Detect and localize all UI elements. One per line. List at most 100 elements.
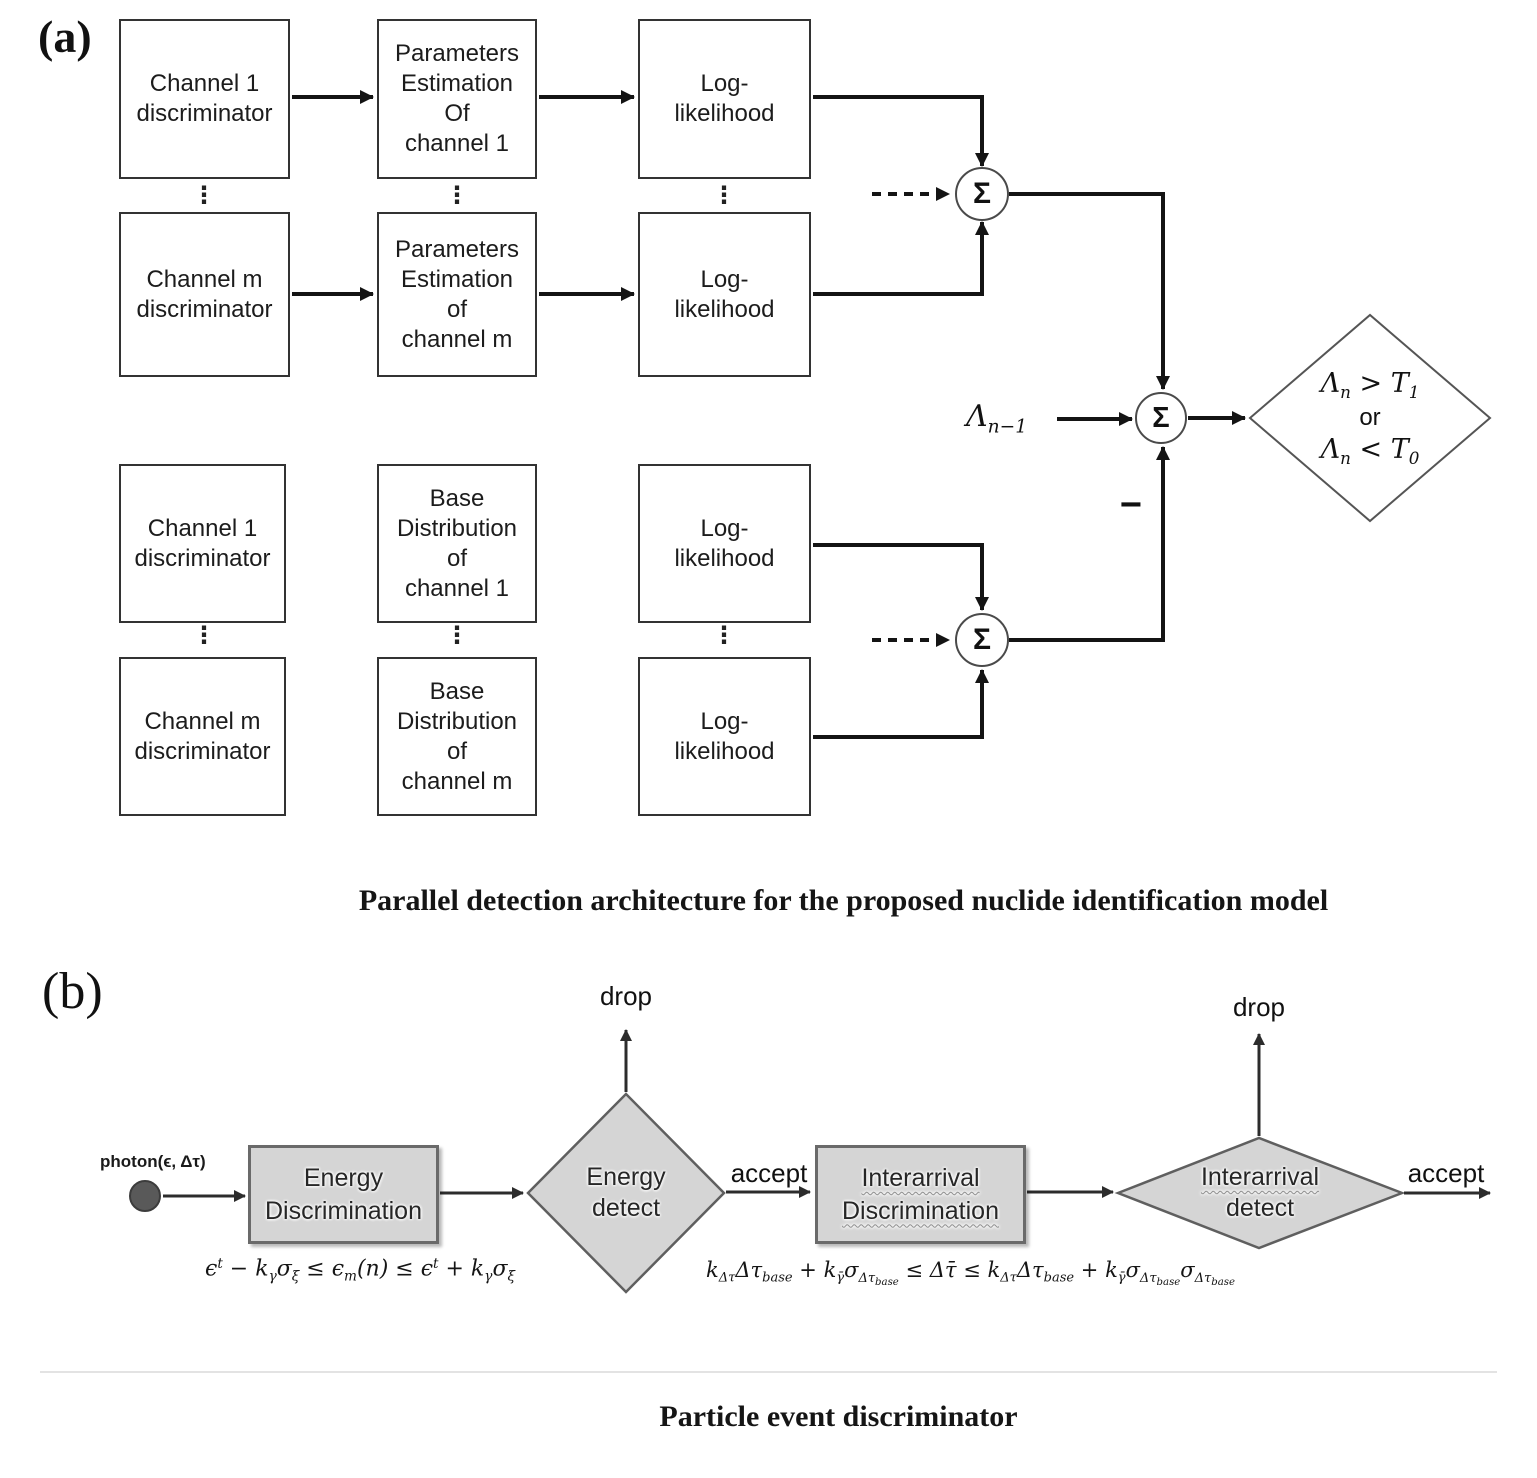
- box-parameters-estimation-chm: Parameters Estimation of channel m: [377, 212, 537, 377]
- energy-threshold-formula: ϵt − kγσξ ≤ ϵm(n) ≤ ϵt + kγσξ: [205, 1256, 515, 1284]
- energy-discrimination-label: Energy Discrimination: [265, 1164, 422, 1225]
- lambda-prev-label: Λn−1: [966, 399, 1027, 438]
- math-token: σ: [1125, 1258, 1140, 1282]
- math-token: γ̄: [1117, 1270, 1126, 1286]
- math-token: Δτ: [1194, 1270, 1212, 1286]
- math-token: σ: [276, 1256, 292, 1282]
- math-token: Δτbase: [1139, 1270, 1181, 1288]
- interarrival-detect-diamond: [1114, 1136, 1406, 1250]
- math-token: < T: [1350, 434, 1409, 465]
- decision-line-2: Λn < T0: [1321, 432, 1420, 470]
- lambda-base: Λ: [966, 399, 988, 434]
- interarrival-box-line1: Interarrival: [861, 1164, 980, 1192]
- math-token: Δτ: [1016, 1258, 1044, 1282]
- box-base-distribution-chm: Base Distribution of channel m: [377, 657, 537, 816]
- lambda-subscript: n−1: [987, 416, 1028, 438]
- math-token: σ: [1180, 1258, 1195, 1282]
- math-token: ξ: [507, 1268, 515, 1285]
- interarrival-box-line2: Discrimination: [842, 1196, 999, 1225]
- sum-node-top: Σ: [955, 167, 1009, 221]
- ellipsis: ⋮: [712, 182, 736, 209]
- interarrival-diamond-line1: Interarrival: [1200, 1162, 1320, 1191]
- math-token: n: [1340, 382, 1351, 403]
- math-token: m: [344, 1268, 357, 1285]
- sigma-symbol: Σ: [1152, 401, 1170, 434]
- interarrival-discrimination-box: Interarrival Discrimination: [815, 1145, 1026, 1244]
- math-token: γ: [484, 1268, 493, 1285]
- math-token: base: [762, 1270, 793, 1286]
- math-token: − k: [222, 1256, 269, 1282]
- drop-label-energy: drop: [599, 981, 653, 1011]
- energy-discrimination-box: Energy Discrimination: [248, 1145, 439, 1244]
- flow-arrows-a: [292, 90, 1246, 739]
- photon-label: photon(ϵ, Δτ): [100, 1152, 206, 1171]
- math-token: + k: [438, 1256, 485, 1282]
- math-token: ϵ: [205, 1256, 218, 1282]
- box-channelm-discriminator-param: Channel m discriminator: [119, 212, 290, 377]
- interarrival-detect-label: Interarrival detect: [1146, 1158, 1374, 1228]
- caption-panel-b: Particle event discriminator: [659, 1400, 1018, 1433]
- math-token: Δτbase: [858, 1270, 899, 1288]
- math-token: +: [792, 1258, 824, 1282]
- sigma-symbol: Σ: [972, 177, 991, 210]
- box-parameters-estimation-ch1: Parameters Estimation Of channel 1: [377, 19, 537, 179]
- math-token: ≤ ϵ: [299, 1256, 345, 1282]
- energy-detect-label: Energy detect: [540, 1158, 712, 1228]
- caption-panel-a: Parallel detection architecture for the …: [358, 884, 1329, 917]
- flow-arrows-b: [163, 1029, 1491, 1202]
- ellipsis: ⋮: [445, 182, 469, 209]
- math-token: 0: [1408, 447, 1420, 468]
- box-log-likelihood-param-ch1: Log- likelihood: [638, 19, 811, 179]
- box-channelm-discriminator-base: Channel m discriminator: [119, 657, 286, 816]
- accept-label-energy: accept: [730, 1158, 808, 1188]
- math-token: > T: [1350, 368, 1409, 400]
- box-base-distribution-ch1: Base Distribution of channel 1: [377, 464, 537, 623]
- ellipsis: ⋮: [192, 182, 216, 209]
- ellipsis: ⋮: [445, 622, 469, 649]
- accept-label-interarrival: accept: [1407, 1158, 1485, 1188]
- minus-sign: −: [1119, 484, 1143, 526]
- math-token: Δτ: [1139, 1270, 1157, 1286]
- math-token: t: [433, 1256, 439, 1272]
- math-token: 1: [1408, 382, 1420, 403]
- math-token: Δτ: [718, 1270, 736, 1286]
- math-token: Δτ: [1000, 1270, 1017, 1286]
- math-token: σ: [844, 1258, 859, 1282]
- box-log-likelihood-param-chm: Log- likelihood: [638, 212, 811, 377]
- math-token: +: [1074, 1258, 1106, 1282]
- math-token: t: [217, 1256, 223, 1272]
- math-token: n: [1340, 447, 1351, 468]
- math-token: k: [706, 1258, 719, 1282]
- sum-node-bottom: Σ: [955, 613, 1009, 667]
- math-token: base: [1156, 1276, 1181, 1288]
- ellipsis: ⋮: [712, 622, 736, 649]
- decision-or: or: [1359, 404, 1381, 431]
- decision-line-1: Λn > T1: [1321, 366, 1420, 404]
- math-token: (n) ≤ ϵ: [356, 1256, 434, 1282]
- math-token: ≤ Δτ̄ ≤: [898, 1258, 988, 1282]
- panel-b-label: (b): [42, 963, 103, 1020]
- math-token: σ: [492, 1256, 508, 1282]
- energy-detect-text: Energy detect: [586, 1162, 666, 1222]
- interarrival-threshold-formula: kΔτΔτbase + kγ̄σΔτbase ≤ Δτ̄ ≤ kΔτΔτbase…: [706, 1258, 1235, 1288]
- math-token: Δτ: [858, 1270, 876, 1286]
- math-token: γ: [268, 1268, 277, 1285]
- math-token: Λ: [1320, 434, 1341, 465]
- math-token: ξ: [291, 1268, 300, 1285]
- decision-text: Λn > T1 or Λn < T0: [1268, 356, 1472, 480]
- sigma-symbol: Σ: [972, 623, 991, 656]
- sum-node-middle: Σ: [1135, 392, 1187, 444]
- math-token: k: [1105, 1258, 1118, 1282]
- math-token: base: [875, 1276, 899, 1288]
- energy-detect-diamond: [526, 1092, 726, 1294]
- ellipsis: ⋮: [192, 622, 216, 649]
- drop-label-interarrival: drop: [1232, 992, 1286, 1022]
- math-token: base: [1211, 1276, 1235, 1288]
- interarrival-diamond-line2: detect: [1225, 1194, 1295, 1222]
- math-token: Δτbase: [1194, 1270, 1235, 1288]
- math-token: k: [987, 1258, 1001, 1282]
- box-channel1-discriminator-base: Channel 1 discriminator: [119, 464, 286, 623]
- photon-icon: [129, 1180, 161, 1212]
- panel-a-label: (a): [38, 11, 92, 62]
